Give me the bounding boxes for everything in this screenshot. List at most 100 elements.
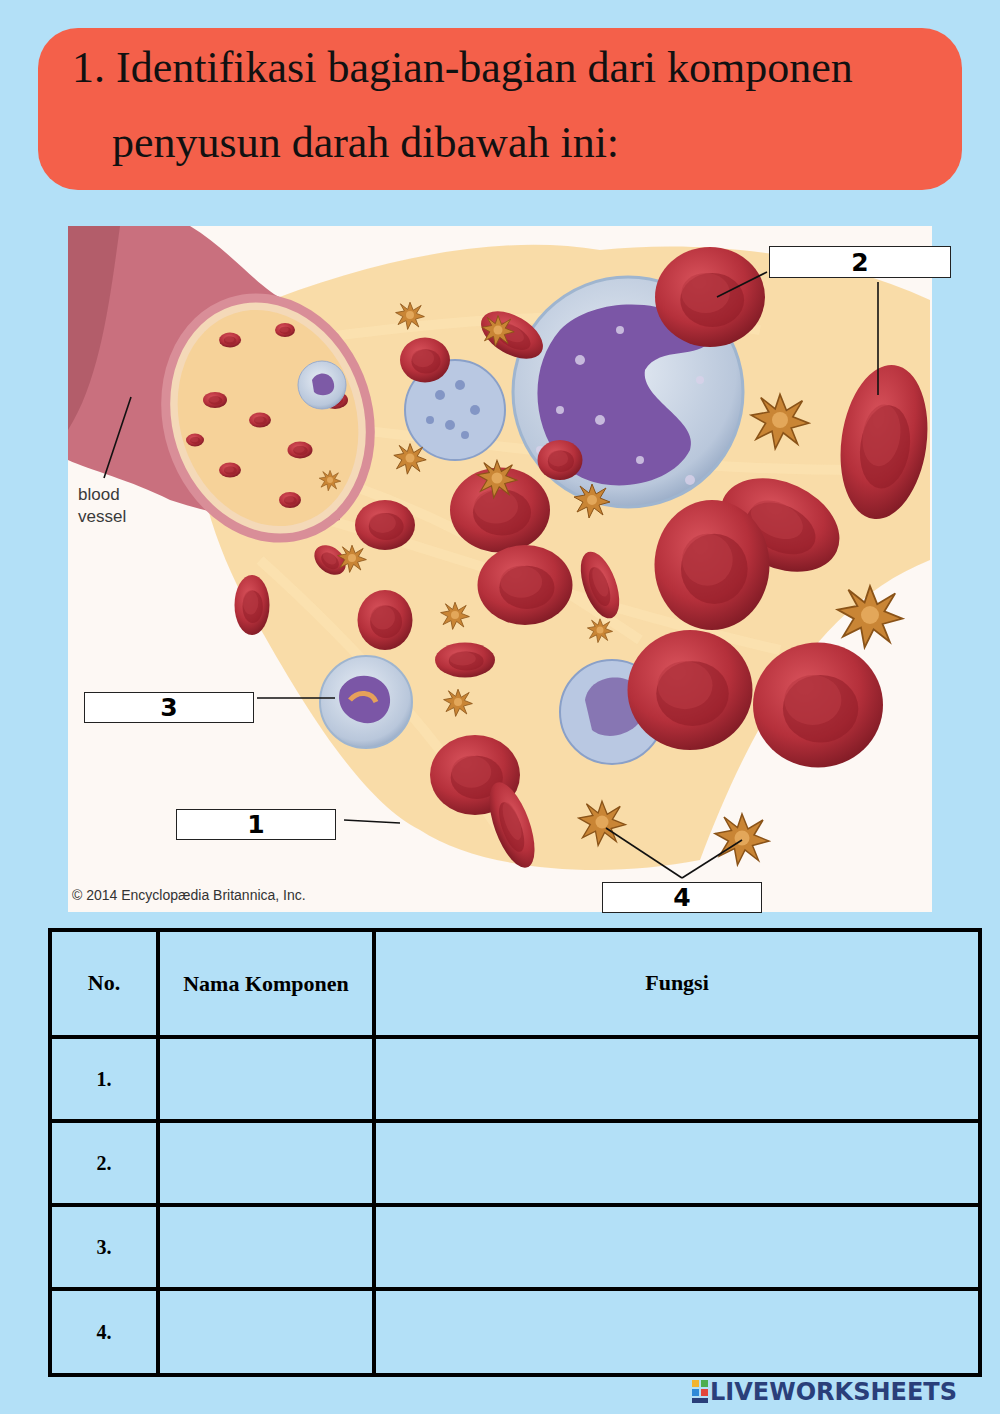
answer-table-part-part <box>50 1119 980 1123</box>
leader-lines-part <box>344 820 400 823</box>
copyright-note: © 2014 Encyclopædia Britannica, Inc. <box>72 886 372 904</box>
callout-box: 1 <box>176 809 336 840</box>
part-label: blood vessel <box>78 482 158 530</box>
logo-mark-part <box>701 1380 708 1387</box>
blood-illustration-part-part <box>575 355 585 365</box>
blood-illustration-part <box>249 413 271 428</box>
blood-illustration-part-part <box>470 405 480 415</box>
blood-illustration-part <box>482 316 514 347</box>
answer-table-part <box>50 930 980 1375</box>
blood-illustration-part <box>216 330 244 349</box>
leader-lines-part <box>877 282 879 395</box>
table-header: Nama Komponen <box>162 934 370 1033</box>
blood-illustration-part <box>579 801 626 845</box>
blood-illustration-part <box>319 470 341 490</box>
blood-illustration-part <box>338 545 367 572</box>
callout-number: 2 <box>851 250 868 275</box>
blood-illustration-part <box>478 545 573 625</box>
blood-illustration-part <box>400 338 450 383</box>
blood-illustration-part <box>355 500 415 550</box>
blood-illustration <box>68 226 937 912</box>
answer-table-part-part <box>50 1287 980 1291</box>
leader-lines-part <box>606 828 682 878</box>
leader-lines-part <box>104 397 131 478</box>
answer-table-part-part <box>156 930 160 1375</box>
blood-illustration-part <box>838 586 903 647</box>
title-band <box>38 28 962 190</box>
blood-illustration-part <box>186 434 204 447</box>
blood-illustration-part <box>441 602 470 629</box>
blood-illustration-part <box>394 444 426 475</box>
blood-illustration-part <box>312 374 334 396</box>
answer-table-part <box>50 930 980 1375</box>
callout-box: 3 <box>84 692 254 723</box>
blood-illustration-part <box>275 323 295 337</box>
blood-illustration-part-part <box>461 431 469 439</box>
blood-illustration-part <box>751 394 809 448</box>
blood-illustration-part <box>68 226 120 430</box>
blood-illustration-part-part <box>556 406 564 414</box>
blood-illustration-part <box>426 380 480 439</box>
blood-illustration-part <box>203 392 227 408</box>
blood-illustration-part-part <box>595 415 605 425</box>
logo-mark <box>692 1380 708 1403</box>
blood-illustration-part-part <box>696 376 704 384</box>
blood-illustration-part <box>219 463 241 478</box>
blood-illustration-part <box>753 643 883 768</box>
answer-table <box>50 930 980 1375</box>
leader-lines-part <box>257 697 335 699</box>
blood-illustration-part <box>573 547 627 624</box>
blood-illustration-part <box>298 361 346 409</box>
answer-table-part-part <box>50 1203 980 1207</box>
blood-illustration-part <box>655 500 770 630</box>
callout-box: 2 <box>769 246 951 278</box>
table-header: No. <box>54 934 154 1033</box>
blood-illustration-part-part <box>455 380 465 390</box>
blood-illustration-part <box>477 460 517 497</box>
logo-mark-part <box>692 1389 699 1396</box>
blood-illustration-part <box>288 442 313 459</box>
logo-mark-part <box>692 1380 699 1387</box>
blood-illustration-part <box>339 676 390 723</box>
blood-illustration-part <box>444 689 473 716</box>
blood-illustration-part <box>574 484 610 518</box>
blood-illustration-part <box>587 619 612 643</box>
blood-illustration-part <box>150 286 385 550</box>
blood-illustration-part <box>396 302 425 329</box>
blood-illustration-part <box>473 302 551 369</box>
leader-lines-part <box>717 272 767 297</box>
watermark: LIVEWORKSHEETS <box>710 1376 992 1408</box>
blood-illustration-part <box>628 630 753 750</box>
table-header: Fungsi <box>378 934 976 1033</box>
blood-illustration-part-part <box>616 326 624 334</box>
blood-illustration-part <box>435 643 495 678</box>
table-cell: 3. <box>54 1209 154 1285</box>
callout-box: 4 <box>602 882 762 913</box>
answer-table-part-part <box>50 1035 980 1039</box>
blood-illustration-part-part <box>636 456 644 464</box>
blood-illustration-part-part <box>445 420 455 430</box>
blood-illustration-part <box>655 247 765 347</box>
blood-illustration-part <box>235 575 270 635</box>
blood-illustration-part <box>279 492 301 508</box>
callout-number: 3 <box>160 695 177 720</box>
blood-illustration-part <box>715 814 769 865</box>
blood-illustration-part-part <box>435 390 445 400</box>
blood-illustration-part <box>536 326 704 485</box>
blood-illustration-part <box>831 359 937 524</box>
table-cell: 2. <box>54 1125 154 1201</box>
blood-illustration-part-part <box>685 475 695 485</box>
blood-illustration-part <box>538 440 583 480</box>
blood-illustration-part <box>480 777 544 874</box>
leader-lines <box>104 272 878 878</box>
leader-lines-part <box>682 840 742 878</box>
blood-illustration-part <box>320 656 412 748</box>
callout-number: 1 <box>247 812 264 837</box>
logo-mark-part <box>701 1389 708 1396</box>
callout-number: 4 <box>673 885 690 910</box>
blood-illustration-part <box>358 590 413 650</box>
blood-illustration-part-part <box>426 416 434 424</box>
blood-illustration-part <box>350 693 376 702</box>
table-cell: 4. <box>54 1293 154 1371</box>
answer-table-part-part <box>372 930 376 1375</box>
